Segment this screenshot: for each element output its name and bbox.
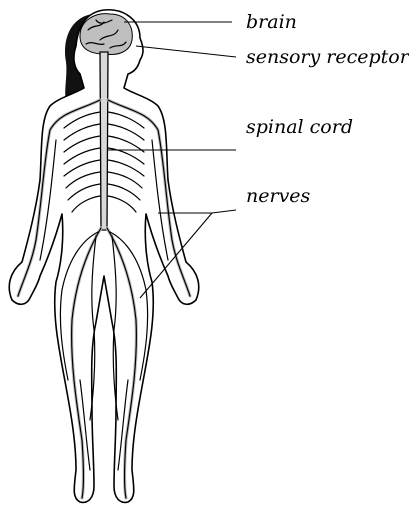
sensory-receptor-leader xyxy=(136,46,236,57)
spinal-cord-label: spinal cord xyxy=(246,116,353,138)
brain-label: brain xyxy=(246,11,297,33)
sensory-receptor-label: sensory receptor xyxy=(246,46,409,68)
nerves-label: nerves xyxy=(246,185,311,207)
brain xyxy=(80,14,132,55)
spinal-cord xyxy=(100,52,108,230)
